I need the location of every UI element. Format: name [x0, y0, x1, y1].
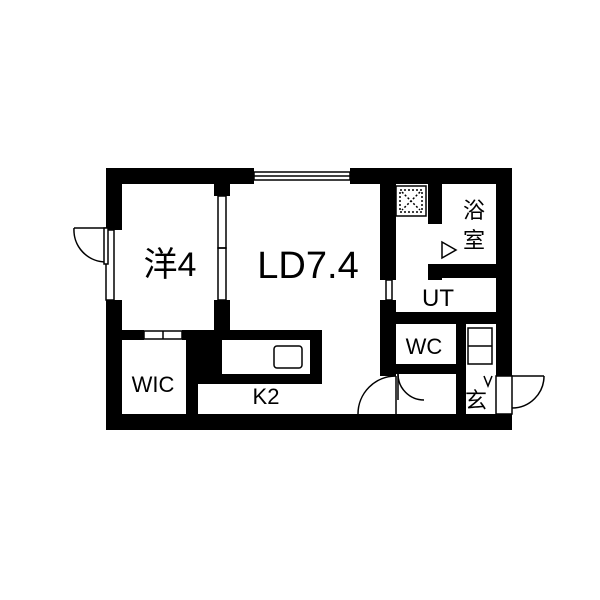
fixtures — [273, 185, 493, 389]
sliding-doors — [143, 195, 393, 340]
toilet-label: WC — [406, 334, 443, 359]
western-room-label: 洋4 — [144, 246, 197, 284]
entrance-label: 玄 — [465, 388, 487, 413]
outer-walls — [106, 168, 512, 430]
kitchen-sink — [273, 345, 303, 369]
doors — [73, 227, 545, 415]
utility-label: UT — [422, 285, 454, 312]
washer-pan — [395, 185, 427, 217]
windows — [105, 171, 351, 301]
bathroom-label-line1: 浴 — [463, 198, 485, 223]
kitchen-label: K2 — [253, 384, 280, 409]
interior-walls — [122, 184, 496, 414]
living-dining-label: LD7.4 — [257, 245, 358, 287]
bathroom-label-line2: 室 — [463, 228, 485, 253]
walk-in-closet-label: WIC — [132, 372, 175, 397]
